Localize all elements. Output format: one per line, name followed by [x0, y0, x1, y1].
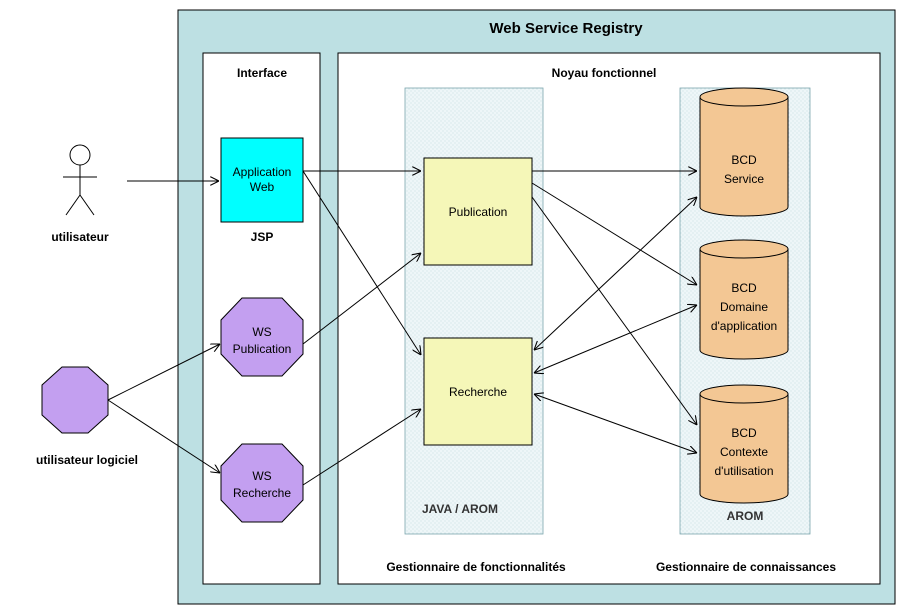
ws-recherche-label-2: Recherche	[233, 486, 291, 500]
utilisateur-logiciel-octagon	[41, 366, 109, 434]
ws-recherche-label-1: WS	[252, 469, 271, 483]
bcd-contexte-label-2: Contexte	[720, 445, 768, 459]
application-web-label-2: Web	[250, 180, 275, 194]
publication-box	[423, 157, 533, 266]
recherche-label: Recherche	[449, 385, 507, 399]
bcd-domaine-label-3: d'application	[711, 319, 777, 333]
arrow-recherche-bcd-domaine	[534, 305, 697, 373]
connectors	[107, 170, 697, 486]
utilisateur-actor-icon	[63, 144, 97, 216]
ws-publication-label-2: Publication	[233, 342, 292, 356]
utilisateur-label: utilisateur	[51, 230, 109, 244]
application-web-label-1: Application	[233, 165, 292, 179]
utilisateur-logiciel-label: utilisateur logiciel	[36, 453, 138, 467]
java-arom-column	[404, 87, 544, 535]
recherche-box	[423, 337, 533, 446]
arrow-wsrecherche-to-recherche	[302, 409, 421, 486]
bcd-contexte-label-3: d'utilisation	[715, 464, 774, 478]
bcd-domaine-label-1: BCD	[731, 281, 757, 295]
gestionnaire-fonctionnalites-label: Gestionnaire de fonctionnalités	[386, 560, 566, 574]
interface-label: Interface	[237, 66, 287, 80]
noyau-label: Noyau fonctionnel	[552, 66, 657, 80]
arrow-logiciel-to-wspublication	[107, 344, 220, 401]
application-web-box	[220, 137, 304, 223]
ws-publication-octagon	[220, 297, 304, 377]
arom-label: AROM	[727, 509, 764, 523]
bcd-service-database: BCD Service	[699, 87, 789, 217]
arrow-recherche-bcd-contexte	[534, 394, 697, 453]
ws-recherche-octagon	[220, 443, 304, 523]
bcd-contexte-label-1: BCD	[731, 426, 757, 440]
gestionnaire-connaissances-label: Gestionnaire de connaissances	[656, 560, 836, 574]
bcd-service-label-1: BCD	[731, 153, 757, 167]
arrow-appweb-to-recherche	[302, 170, 421, 355]
arrow-logiciel-to-wsrecherche	[107, 399, 220, 473]
ws-publication-label-1: WS	[252, 325, 271, 339]
bcd-contexte-database: BCD Contexte d'utilisation	[699, 384, 789, 504]
bcd-service-label-2: Service	[724, 172, 764, 186]
bcd-domaine-label-2: Domaine	[720, 300, 768, 314]
bcd-domaine-database: BCD Domaine d'application	[699, 239, 789, 360]
registry-title: Web Service Registry	[489, 20, 643, 37]
publication-label: Publication	[449, 205, 508, 219]
jsp-label: JSP	[251, 230, 274, 244]
java-arom-label: JAVA / AROM	[422, 502, 498, 516]
arrow-wspublication-to-publication	[302, 253, 421, 345]
